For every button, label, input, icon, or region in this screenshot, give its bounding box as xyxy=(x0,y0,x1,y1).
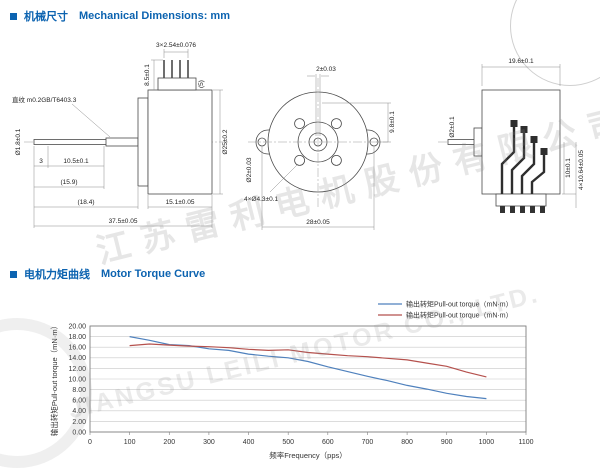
svg-text:600: 600 xyxy=(322,439,334,446)
side-view-outline xyxy=(24,60,228,195)
mechanical-drawing: 3×2.54±0.076 8.5±0.1 (5) 直纹 m0.2GB/T6403… xyxy=(12,42,585,230)
section-bullet-icon xyxy=(10,270,17,278)
svg-text:12.00: 12.00 xyxy=(68,366,86,373)
dim-body-length: 15.1±0.05 xyxy=(166,199,195,206)
svg-text:500: 500 xyxy=(282,439,294,446)
dim-front-shaft-diameter: Ø2±0.03 xyxy=(246,157,253,182)
dim-mount-span: 28±0.05 xyxy=(306,219,330,226)
legend-label-1: 输出转矩Pull-out torque（mN·m） xyxy=(406,299,513,308)
x-axis-title: 频率Frequency（pps） xyxy=(269,450,347,460)
legend-label-2: 输出转矩Pull-out torque（mN·m） xyxy=(406,310,513,319)
dim-pin-pitch: 3×2.54±0.076 xyxy=(156,42,196,49)
dim-tip-length: 3 xyxy=(39,158,43,165)
svg-text:0.00: 0.00 xyxy=(72,429,86,436)
dim-pin-length: 8.5±0.1 xyxy=(144,64,151,86)
svg-text:900: 900 xyxy=(441,439,453,446)
y-axis-title: 输出转矩Pull-out torque（mN·m） xyxy=(49,322,59,436)
dim-connector-height: (5) xyxy=(198,80,205,88)
dim-body-diameter: Ø25±0.2 xyxy=(222,129,229,154)
rear-view-dimension-lines xyxy=(481,64,577,208)
dim-offset: 9.8±0.1 xyxy=(389,111,396,133)
series-line-2 xyxy=(129,343,487,378)
mech-section-title-en: Mechanical Dimensions: mm xyxy=(79,10,230,22)
svg-text:200: 200 xyxy=(163,439,175,446)
torque-section-title-en: Motor Torque Curve xyxy=(101,268,206,280)
rear-view-pcb-traces xyxy=(500,120,548,194)
svg-text:700: 700 xyxy=(362,439,374,446)
svg-text:8.00: 8.00 xyxy=(72,387,86,394)
svg-text:100: 100 xyxy=(124,439,136,446)
rear-view-outline xyxy=(438,89,561,213)
front-view-dimension-lines xyxy=(261,74,391,230)
dim-pin-span: 4×10.64±0.05 xyxy=(578,150,585,190)
svg-text:1000: 1000 xyxy=(479,439,495,446)
svg-text:10.00: 10.00 xyxy=(68,376,86,383)
front-view-outline xyxy=(248,78,388,208)
dim-ref-length-2: (18.4) xyxy=(78,199,95,206)
chart-legend: 输出转矩Pull-out torque（mN·m） 输出转矩Pull-out to… xyxy=(378,299,513,319)
dim-total-length: 37.5±0.05 xyxy=(109,218,138,225)
svg-text:20.00: 20.00 xyxy=(68,323,86,330)
torque-chart-svg: 0.00 2.00 4.00 6.00 8.00 10.00 12.00 14.00 16.00… xyxy=(49,299,534,460)
svg-text:800: 800 xyxy=(401,439,413,446)
dim-shaft-length: 10.5±0.1 xyxy=(63,158,89,165)
svg-text:16.00: 16.00 xyxy=(68,345,86,352)
y-axis-tick-labels: 0.00 2.00 4.00 6.00 8.00 10.00 12.00 14.00 16.00… xyxy=(68,323,86,436)
torque-section-title-zh: 电机力矩曲线 xyxy=(24,269,90,281)
dim-flat-width: 2±0.03 xyxy=(316,66,336,73)
dim-knurl-note: 直纹 m0.2GB/T6403.3 xyxy=(12,95,77,104)
chart-series xyxy=(129,336,487,400)
svg-text:300: 300 xyxy=(203,439,215,446)
x-axis-tick-labels: 0 100 200 300 400 500 600 700 800 900 1000 1100 xyxy=(88,432,534,446)
svg-text:400: 400 xyxy=(243,439,255,446)
front-view-labels: 2±0.03 9.8±0.1 Ø2±0.03 4×Ø4.3±0.1 28±0.0… xyxy=(244,66,396,226)
dim-side: 10±0.1 xyxy=(565,158,572,178)
plot-border xyxy=(89,325,527,433)
section-bullet-icon xyxy=(10,12,17,20)
svg-text:2.00: 2.00 xyxy=(72,419,86,426)
section-mechanical-dimensions: 机械尺寸 Mechanical Dimensions: mm xyxy=(10,8,230,24)
svg-text:14.00: 14.00 xyxy=(68,355,86,362)
dim-shaft-diameter: Ø1.8±0.1 xyxy=(15,128,22,155)
rear-view-labels: 19.6±0.1 Ø2±0.1 10±0.1 4×10.64±0.05 xyxy=(449,58,585,190)
svg-text:18.00: 18.00 xyxy=(68,334,86,341)
dim-ref-length-1: (15.9) xyxy=(61,179,78,186)
torque-curve-chart: 0.00 2.00 4.00 6.00 8.00 10.00 12.00 14.00 16.00… xyxy=(48,298,563,470)
svg-text:0: 0 xyxy=(88,439,92,446)
dim-depth: 19.6±0.1 xyxy=(508,58,534,65)
mech-section-title-zh: 机械尺寸 xyxy=(24,11,68,23)
dim-mount-holes: 4×Ø4.3±0.1 xyxy=(244,196,278,203)
side-view-dimension-lines xyxy=(33,49,223,228)
svg-text:6.00: 6.00 xyxy=(72,398,86,405)
svg-text:1100: 1100 xyxy=(518,439,533,446)
dim-rear-shaft-diameter: Ø2±0.1 xyxy=(449,116,456,138)
svg-text:4.00: 4.00 xyxy=(72,408,86,415)
section-torque-curve: 电机力矩曲线 Motor Torque Curve xyxy=(10,266,205,282)
side-view-labels: 3×2.54±0.076 8.5±0.1 (5) 直纹 m0.2GB/T6403… xyxy=(12,42,229,225)
